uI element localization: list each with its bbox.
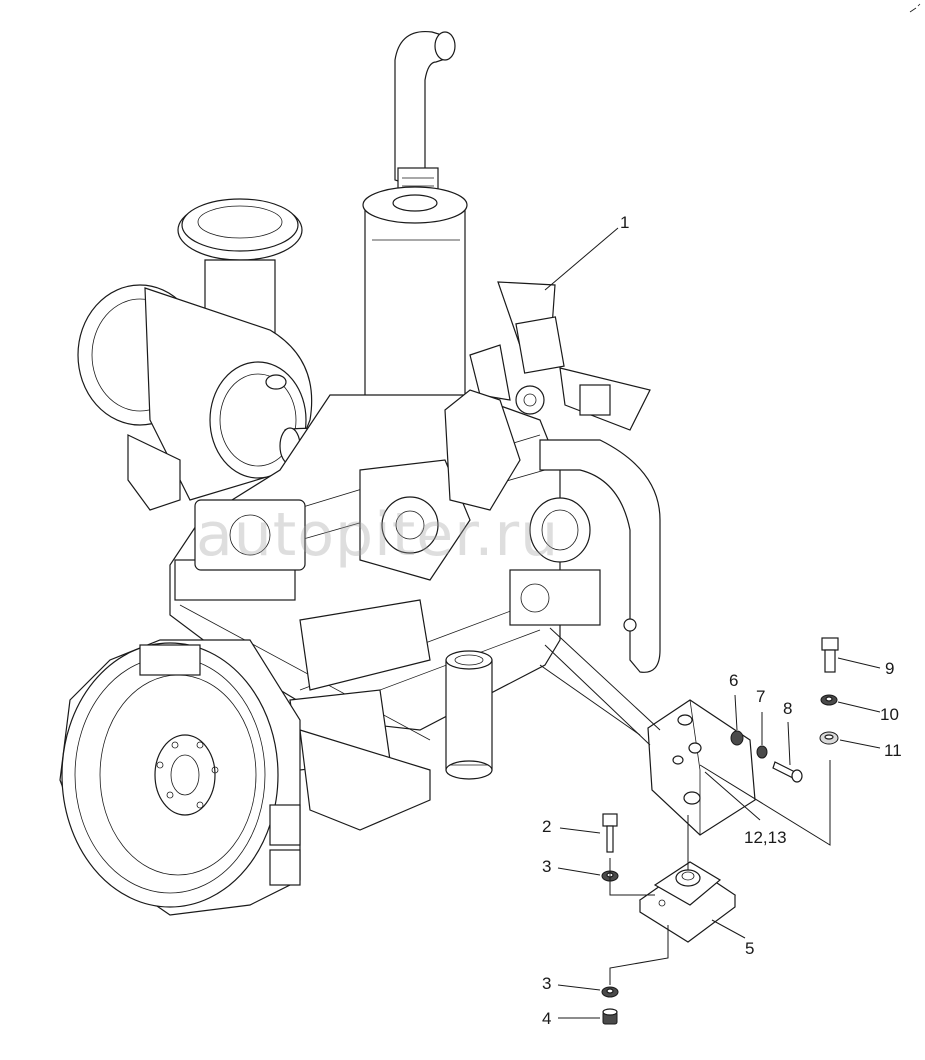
callout-5: 5 [745, 939, 755, 958]
bolt-9 [821, 637, 839, 673]
assembly-lines [539, 627, 831, 985]
mount-bracket [647, 699, 756, 836]
callout-11: 11 [884, 741, 902, 760]
callout-leaders [544, 227, 881, 1019]
callout-10: 10 [880, 705, 899, 724]
engine-block [169, 389, 661, 831]
washer-7 [756, 745, 768, 759]
washer-11 [819, 731, 839, 745]
callout-7: 7 [756, 687, 766, 706]
callout-8: 8 [783, 699, 793, 718]
support-plate [638, 861, 737, 943]
callout-1: 1 [620, 213, 630, 232]
flywheel-housing [59, 639, 301, 916]
callout-2: 2 [542, 817, 552, 836]
callout-6: 6 [729, 671, 739, 690]
washer-6 [730, 730, 744, 746]
watermark: autopiter.ru [196, 500, 560, 570]
nut-4 [602, 1008, 618, 1025]
oil-filter [445, 650, 493, 780]
bolt-8 [772, 761, 803, 783]
washer-3b [601, 986, 619, 998]
corner-mark [909, 3, 921, 13]
washer-10 [820, 694, 838, 706]
callout-3-lower: 3 [542, 974, 552, 993]
callout-3-upper: 3 [542, 857, 552, 876]
bolt-2 [602, 813, 618, 853]
air-cleaner [77, 198, 313, 511]
callout-9: 9 [885, 659, 895, 678]
exhaust-muffler [362, 30, 468, 443]
callout-12-13: 12,13 [744, 828, 787, 847]
callout-4: 4 [542, 1009, 552, 1028]
fan [469, 281, 651, 431]
